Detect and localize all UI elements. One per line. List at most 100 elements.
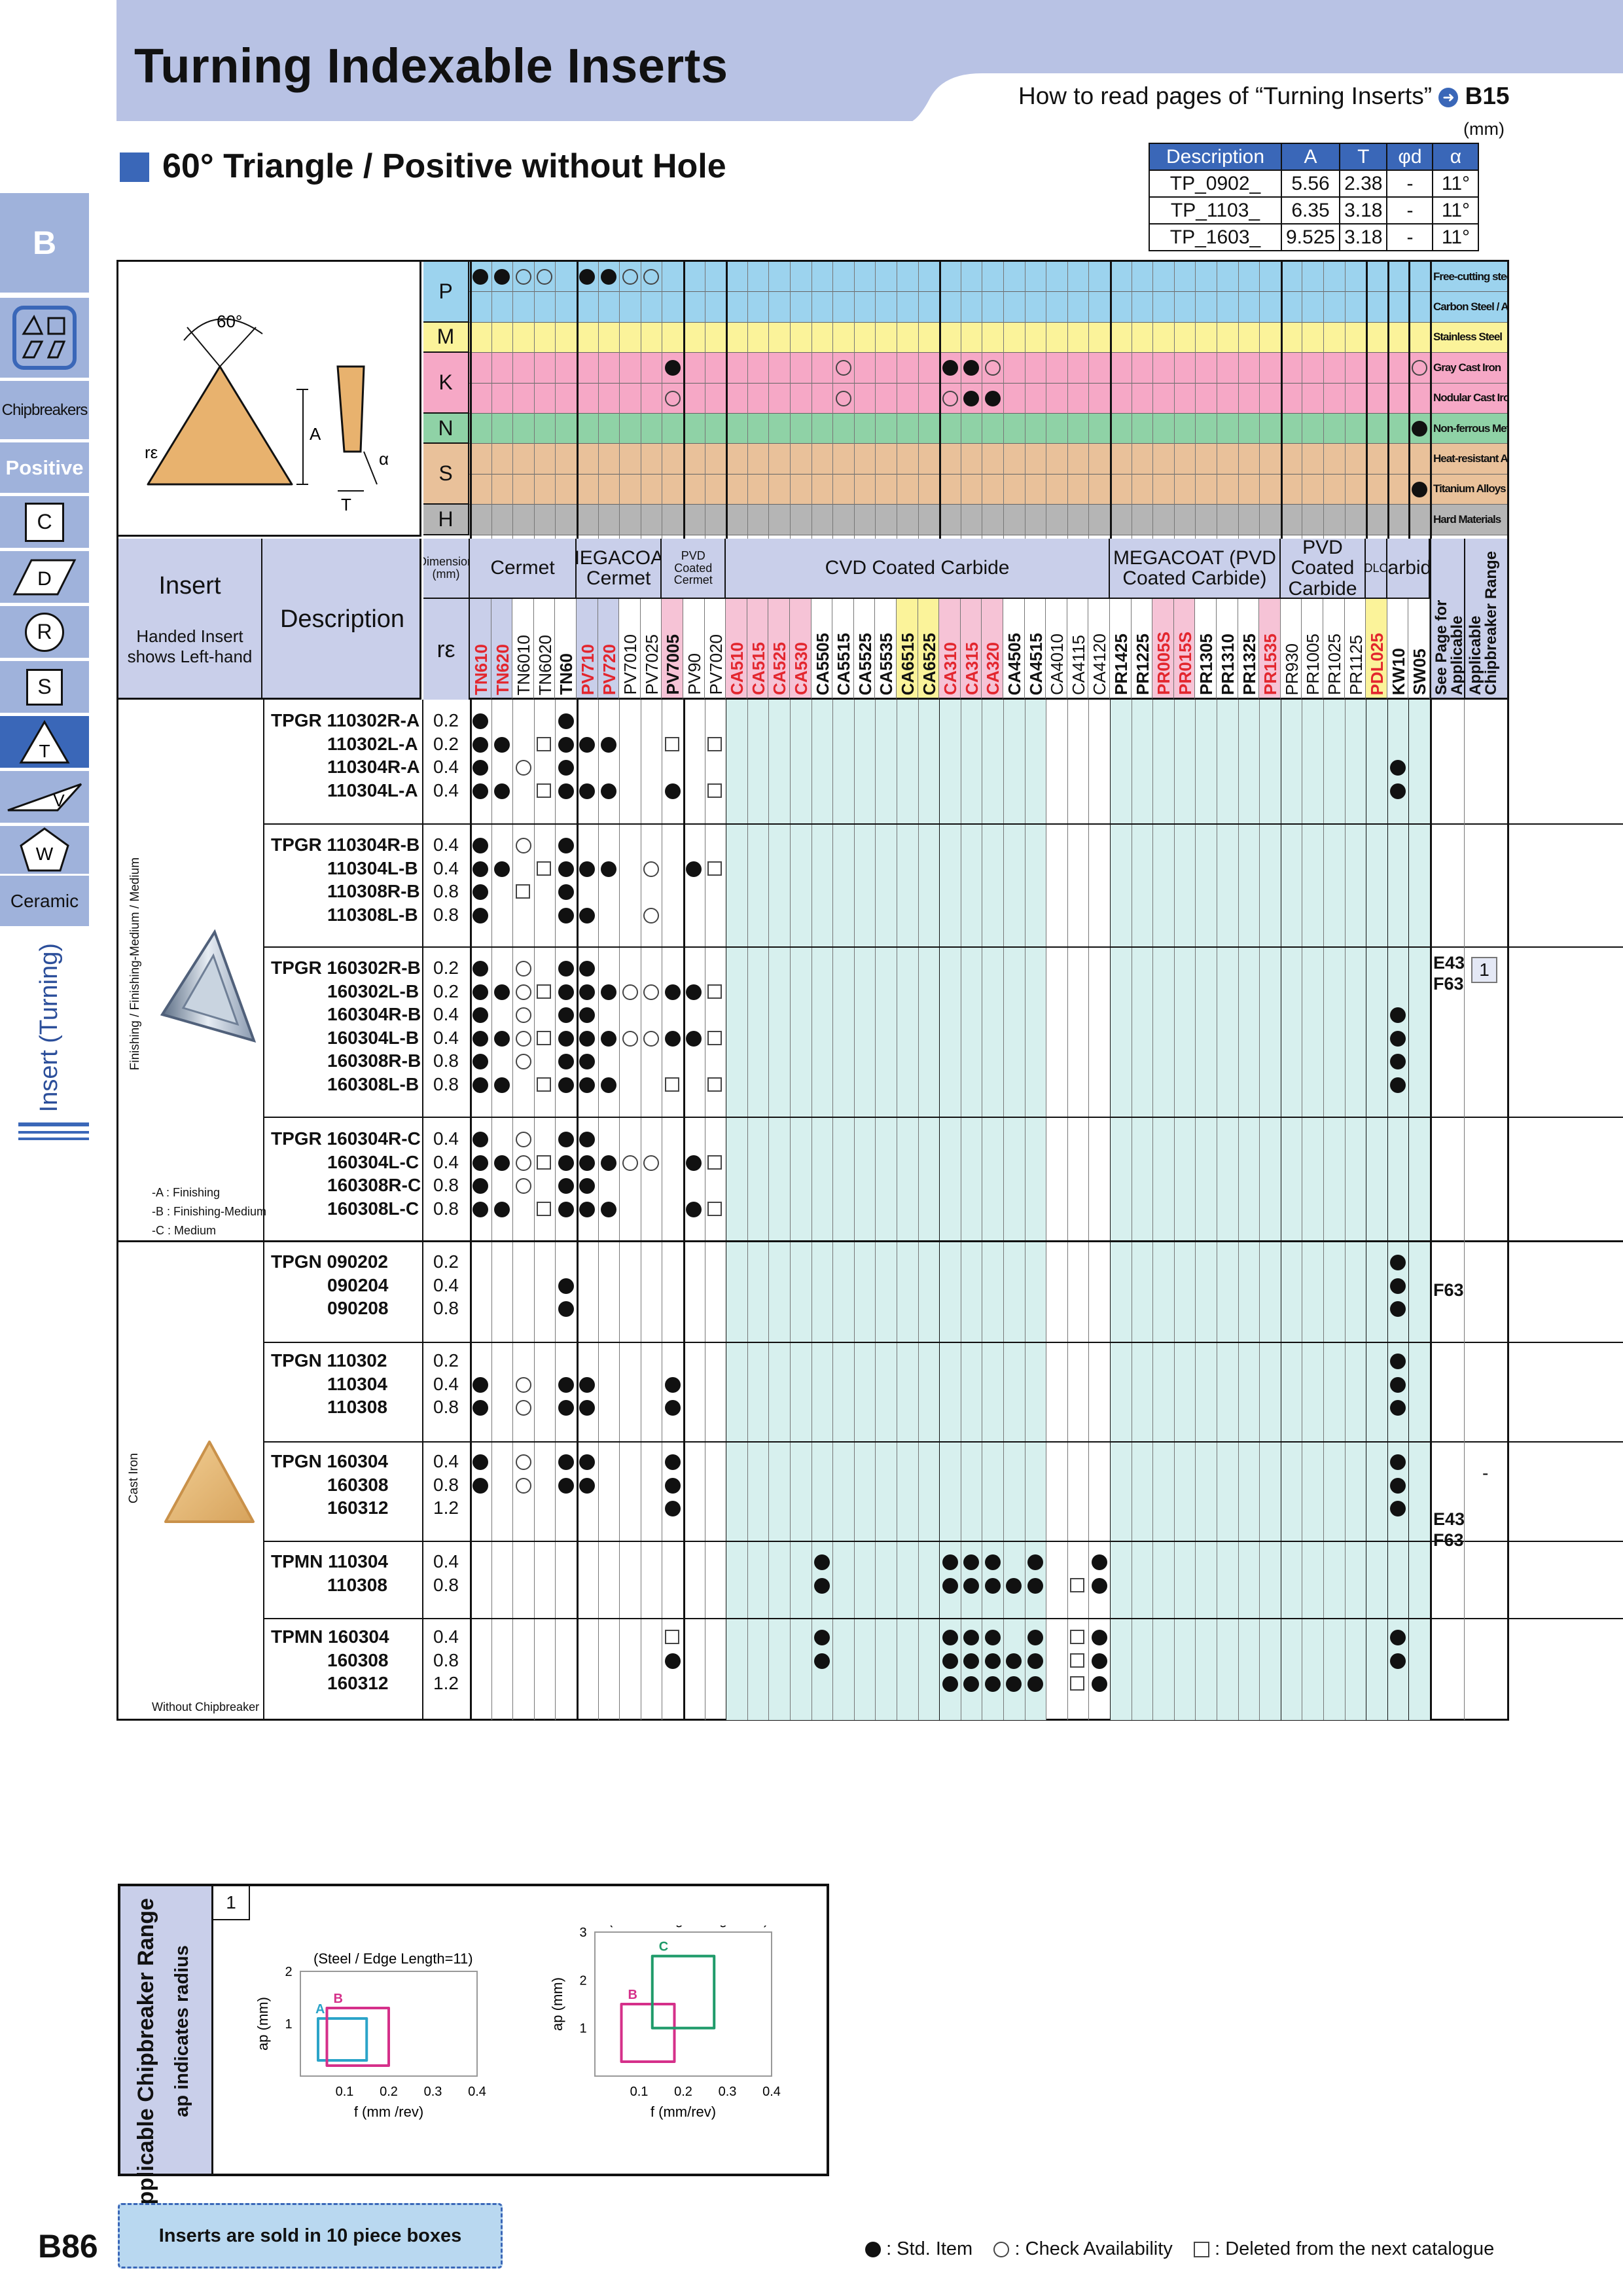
std-item-mark — [473, 961, 489, 977]
row-radius: 0.8 — [433, 1574, 459, 1595]
std-item-mark — [1390, 1301, 1406, 1318]
std-item-mark — [558, 1155, 574, 1171]
grade-name: CA4115 — [1068, 634, 1088, 695]
grid-line — [790, 262, 791, 1720]
std-item-mark — [579, 736, 596, 753]
row-radius: 0.4 — [433, 1004, 459, 1025]
std-item-mark — [558, 1477, 574, 1494]
deleted-mark — [537, 984, 552, 999]
material-row — [423, 383, 1430, 414]
std-item-mark — [963, 360, 980, 376]
std-item-mark — [1390, 1376, 1406, 1393]
tab-b[interactable]: B — [0, 193, 89, 295]
without-chipbreaker-note: Without Chipbreaker — [152, 1700, 260, 1713]
grade-column-bg — [791, 700, 812, 1720]
tab-ceramic[interactable]: Ceramic — [0, 876, 89, 928]
grade-header: CA4505 — [1003, 599, 1025, 700]
grade-column-bg — [833, 700, 854, 1720]
std-item-mark — [473, 1400, 489, 1416]
x-axis-label: f (mm/rev) — [651, 2104, 716, 2120]
series-region-C — [651, 1954, 716, 2030]
grade-header: PV720 — [597, 599, 620, 700]
tab-shape-r[interactable]: R — [0, 606, 89, 660]
std-item-mark — [558, 736, 574, 753]
row-description: 160304L-C — [327, 1151, 419, 1172]
y-tick: 3 — [579, 1926, 586, 1940]
tab-shape-t[interactable]: T — [0, 716, 89, 770]
chipbreaker-range-box: Applicable Chipbreaker Range ap indicate… — [118, 1884, 829, 2221]
re-header: rε — [423, 599, 470, 700]
row-description: 090208 — [327, 1298, 389, 1319]
tab-positive[interactable]: Positive — [0, 442, 89, 495]
deleted-mark — [707, 984, 722, 999]
deleted-mark — [707, 1155, 722, 1170]
tab-shape-c[interactable]: C — [0, 496, 89, 550]
grade-column-bg — [1260, 700, 1281, 1720]
std-item-mark — [942, 360, 958, 376]
tab-shape-d[interactable]: D — [0, 551, 89, 605]
row-description: 110308 — [327, 1397, 387, 1418]
std-item-mark — [963, 1630, 980, 1645]
std-item-mark — [579, 1132, 596, 1147]
material-name: Non-ferrous Metals — [1431, 414, 1507, 444]
row-description: 110304L-A — [327, 780, 418, 800]
dim-cell: 2.38 — [1339, 170, 1388, 198]
tab-shape-w[interactable]: W — [0, 826, 89, 876]
check-mark — [515, 269, 531, 285]
cast-iron-note: Cast Iron — [127, 1453, 141, 1504]
grade-header: TN6010 — [512, 599, 534, 700]
chart-title: (Steel / Edge Length=11) — [313, 1950, 473, 1967]
tpgn-insert-image — [164, 1441, 255, 1523]
check-mark — [515, 760, 531, 776]
tab-shape-s[interactable]: S — [0, 661, 89, 715]
row-radius: 0.4 — [433, 780, 459, 800]
x-tick: 0.3 — [424, 2085, 442, 2099]
chip-range-header: Applicable Chipbreaker Range — [1464, 539, 1507, 700]
col-line — [422, 700, 423, 1720]
tab-shape-v[interactable]: V — [0, 771, 89, 825]
chipbreaker-icon[interactable] — [0, 298, 89, 380]
material-name: Titanium Alloys — [1431, 474, 1507, 505]
dim-cell: 11° — [1432, 223, 1480, 251]
row-radius: 0.2 — [433, 980, 459, 1001]
series-label: C — [659, 1940, 668, 1954]
grid-line — [1323, 262, 1324, 1720]
material-code: S — [423, 444, 469, 505]
grade-column-bg — [1111, 700, 1132, 1720]
std-item-mark — [558, 1007, 574, 1024]
grade-name: PR1425 — [1111, 634, 1131, 695]
insert-diagram: 60° A T rε α — [118, 262, 421, 537]
dim-cell: 5.56 — [1280, 170, 1341, 198]
std-item-mark — [686, 1155, 702, 1171]
row-radius: 0.4 — [433, 1151, 459, 1172]
grade-name: PR1005 — [1303, 634, 1323, 695]
grade-column-bg — [1132, 700, 1153, 1720]
toolholder-ref: E43 F63 — [1433, 1509, 1465, 1550]
row-radius: 0.4 — [433, 1274, 459, 1295]
chip-range-ref[interactable]: 1 — [1471, 957, 1497, 983]
std-item-mark — [579, 1007, 596, 1024]
grade-name: PV7005 — [663, 634, 683, 695]
row-radius: 0.8 — [433, 1397, 459, 1418]
chart-frame — [594, 1931, 772, 2077]
row-description: 110308R-B — [327, 881, 420, 902]
std-item-mark — [473, 783, 489, 799]
material-row — [423, 262, 1430, 293]
material-code: P — [423, 262, 469, 323]
grade-header: PV7005 — [662, 599, 683, 700]
grid-line — [555, 262, 556, 1720]
grade-name: CA525 — [770, 642, 790, 695]
std-item-mark — [579, 1155, 596, 1171]
re-label: rε — [145, 442, 158, 462]
std-item-mark — [942, 1554, 958, 1570]
grade-header: PR1005 — [1302, 599, 1323, 700]
deleted-mark — [664, 1077, 679, 1092]
row-description: 160302L-B — [327, 980, 419, 1001]
deleted-mark — [537, 1201, 552, 1216]
description-header: Description — [279, 605, 405, 633]
row-radius: 0.8 — [433, 904, 459, 925]
std-item-mark — [600, 1201, 616, 1217]
grade-name: CA5505 — [812, 632, 832, 695]
tab-chipbreakers[interactable]: Chipbreakers — [0, 381, 89, 441]
how-to-read-link[interactable]: How to read pages of “Turning Inserts” ➜… — [1018, 82, 1510, 110]
